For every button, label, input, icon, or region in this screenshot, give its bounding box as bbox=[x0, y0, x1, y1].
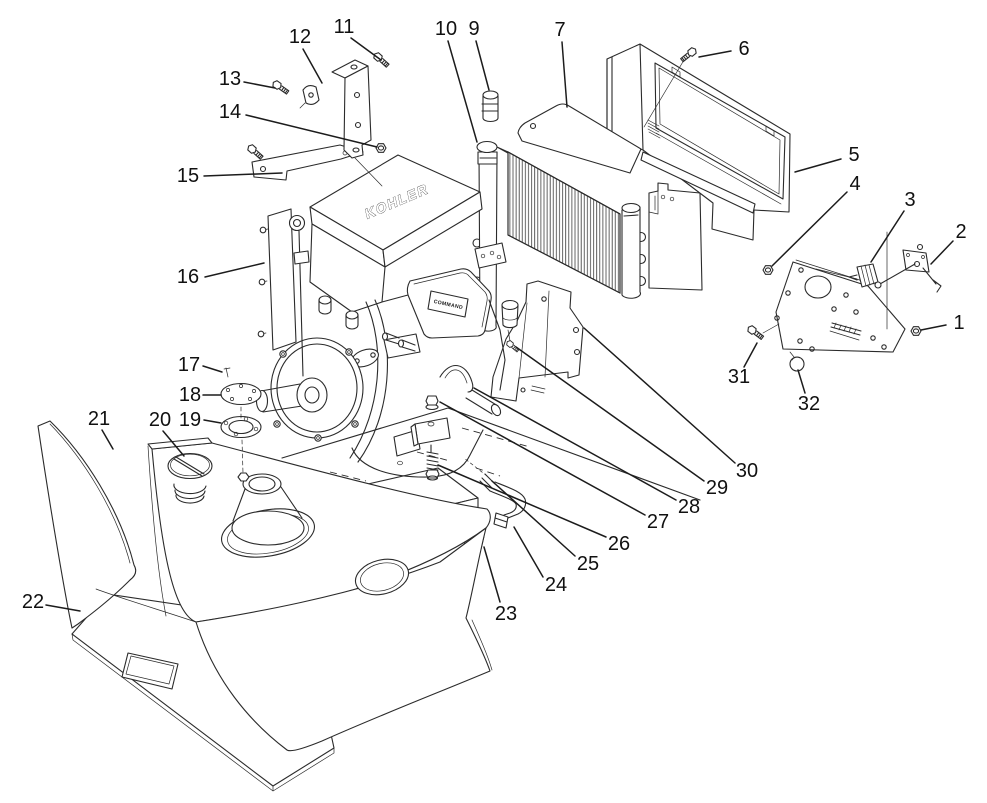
hose-fitting bbox=[493, 512, 509, 529]
leader-line-14 bbox=[245, 114, 378, 148]
bracket-nut-14 bbox=[375, 143, 387, 153]
leader-line-4 bbox=[771, 191, 848, 267]
leader-line-27 bbox=[439, 401, 646, 516]
leader-line-17 bbox=[202, 365, 223, 373]
leader-line-28 bbox=[473, 387, 677, 501]
leader-line-6 bbox=[698, 50, 732, 58]
leader-line-20 bbox=[162, 430, 185, 457]
callout-12: 12 bbox=[289, 26, 311, 48]
leader-line-12 bbox=[302, 48, 323, 84]
callout-15: 15 bbox=[177, 165, 199, 187]
leader-line-26 bbox=[437, 464, 607, 538]
strap-screw bbox=[245, 142, 265, 161]
callout-27: 27 bbox=[647, 511, 669, 533]
callout-13: 13 bbox=[219, 68, 241, 90]
callout-20: 20 bbox=[149, 409, 171, 431]
cooler-right-tank bbox=[648, 182, 703, 291]
console-front-apron bbox=[195, 527, 491, 752]
leader-line-19 bbox=[203, 419, 222, 424]
mount-bolt bbox=[425, 395, 439, 411]
panel-plug-32 bbox=[789, 351, 805, 372]
panel-slot bbox=[829, 322, 862, 341]
callout-layer: 1234567910111213141516171819202122232425… bbox=[22, 16, 967, 625]
cable-clamp-13 bbox=[299, 84, 320, 109]
panel-screw-31 bbox=[745, 323, 766, 342]
callout-23: 23 bbox=[495, 603, 517, 625]
callout-7: 7 bbox=[554, 19, 565, 41]
leader-line-1 bbox=[920, 324, 947, 331]
callout-32: 32 bbox=[798, 393, 820, 415]
callout-25: 25 bbox=[577, 553, 599, 575]
callout-6: 6 bbox=[738, 38, 749, 60]
console-top-surface bbox=[151, 442, 491, 623]
upper-bracket-set bbox=[245, 50, 391, 181]
engine-mount-bracket bbox=[490, 280, 584, 402]
oil-fitting bbox=[481, 90, 499, 123]
leader-line-30 bbox=[583, 327, 736, 464]
leader-line-31 bbox=[743, 342, 758, 368]
leader-line-22 bbox=[45, 604, 81, 612]
callout-9: 9 bbox=[468, 18, 479, 40]
air-duct bbox=[606, 43, 791, 241]
sender-gasket bbox=[220, 415, 262, 439]
callout-16: 16 bbox=[177, 266, 199, 288]
control-panel bbox=[745, 231, 942, 372]
callout-28: 28 bbox=[678, 496, 700, 518]
duct-spring-detail bbox=[647, 119, 661, 139]
leader-line-9 bbox=[475, 40, 490, 91]
sender-screw bbox=[223, 367, 231, 378]
panel-nut-4 bbox=[762, 265, 774, 275]
side-panel-21 bbox=[37, 420, 137, 629]
leader-line-13 bbox=[243, 81, 276, 89]
callout-10: 10 bbox=[435, 18, 457, 40]
leader-line-2 bbox=[930, 240, 954, 265]
leader-line-7 bbox=[561, 41, 568, 108]
callout-14: 14 bbox=[219, 101, 241, 123]
leader-line-16 bbox=[204, 262, 265, 278]
callout-31: 31 bbox=[728, 366, 750, 388]
engine: KOHLER COMMAND bbox=[255, 154, 521, 481]
callout-30: 30 bbox=[736, 460, 758, 482]
leader-line-23 bbox=[483, 546, 501, 603]
support-bracket-12 bbox=[331, 59, 372, 159]
leader-line-32 bbox=[797, 369, 806, 394]
cooler-manifold bbox=[621, 202, 647, 299]
console-assembly bbox=[37, 367, 493, 752]
shift-boot bbox=[220, 473, 316, 558]
panel-nut-1 bbox=[910, 326, 922, 336]
callout-5: 5 bbox=[848, 144, 859, 166]
leader-line-3 bbox=[870, 210, 905, 263]
callout-22: 22 bbox=[22, 591, 44, 613]
callout-29: 29 bbox=[706, 477, 728, 499]
leader-line-21 bbox=[101, 429, 114, 450]
leader-line-29 bbox=[515, 346, 705, 482]
duct-screw bbox=[679, 45, 699, 64]
callout-3: 3 bbox=[904, 189, 915, 211]
spring-bolt bbox=[425, 444, 440, 481]
flywheel-tabs bbox=[273, 348, 359, 442]
leader-line-10 bbox=[447, 40, 478, 143]
callout-17: 17 bbox=[178, 354, 200, 376]
floor-plate bbox=[71, 593, 335, 792]
seal-plate bbox=[517, 103, 642, 174]
callout-19: 19 bbox=[179, 409, 201, 431]
callout-4: 4 bbox=[849, 173, 860, 195]
callout-24: 24 bbox=[545, 574, 567, 596]
throttle-lever bbox=[874, 243, 942, 293]
callout-11: 11 bbox=[334, 16, 355, 38]
callout-1: 1 bbox=[953, 312, 964, 334]
callout-18: 18 bbox=[179, 384, 201, 406]
callout-21: 21 bbox=[88, 408, 110, 430]
engine-lift-bracket bbox=[267, 208, 297, 351]
fuel-sender bbox=[220, 382, 262, 406]
fuel-cap bbox=[167, 452, 213, 504]
leader-line-5 bbox=[794, 158, 842, 173]
callout-2: 2 bbox=[955, 221, 966, 243]
leader-line-15 bbox=[203, 172, 283, 177]
callout-26: 26 bbox=[608, 533, 630, 555]
leader-line-11 bbox=[350, 37, 382, 61]
leader-line-24 bbox=[513, 526, 544, 578]
